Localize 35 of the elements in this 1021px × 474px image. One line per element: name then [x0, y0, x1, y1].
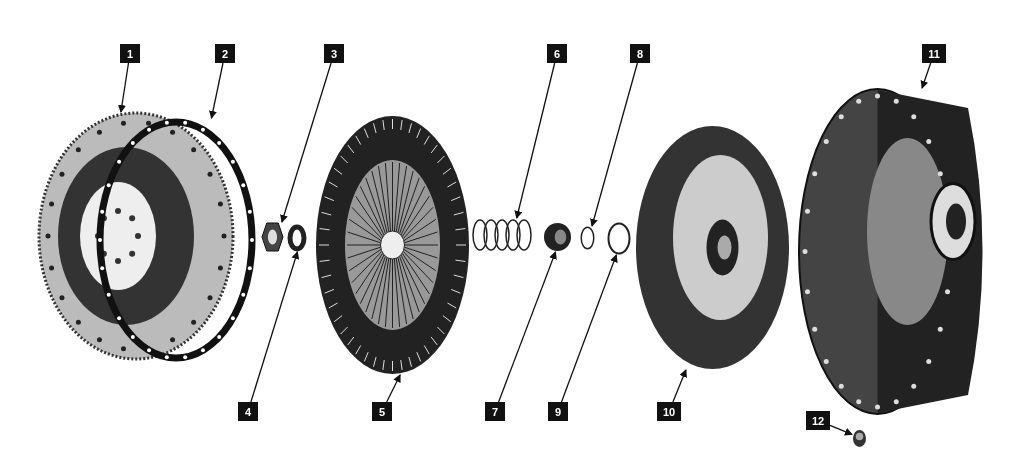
hub-drawing [543, 222, 572, 252]
callout-number: 7 [485, 402, 505, 421]
callout-number: 9 [548, 402, 568, 421]
leader-line [209, 62, 224, 119]
callout-number: 5 [372, 402, 392, 421]
gasket-drawing [96, 118, 256, 362]
ring [580, 226, 595, 250]
flywheel-drawing [38, 112, 234, 360]
callout-number: 3 [324, 44, 344, 63]
leader-line [250, 251, 300, 403]
callout-number: 4 [238, 402, 258, 421]
ring [287, 224, 307, 252]
ring [607, 222, 631, 255]
callout-number: 8 [630, 44, 650, 63]
leader-line [118, 62, 130, 113]
leader-line [829, 424, 853, 436]
callout-number: 6 [547, 44, 567, 63]
leader-line [514, 62, 556, 219]
leader-line [590, 62, 639, 227]
nut-drawing [261, 222, 284, 252]
callout-number: 1 [120, 44, 140, 63]
turbine-drawing [315, 115, 470, 375]
leader-line [497, 251, 557, 403]
spring-drawing [472, 218, 532, 252]
impeller-drawing [635, 125, 790, 370]
leader-line [920, 62, 932, 89]
leader-line [560, 254, 618, 403]
callout-number: 2 [215, 44, 235, 63]
callout-number: 12 [806, 411, 830, 430]
plug-drawing [852, 429, 867, 448]
leader-line [280, 62, 332, 223]
callout-number: 11 [922, 44, 946, 63]
leader-line [386, 374, 401, 403]
leader-line [672, 369, 687, 403]
callout-number: 10 [657, 402, 681, 421]
